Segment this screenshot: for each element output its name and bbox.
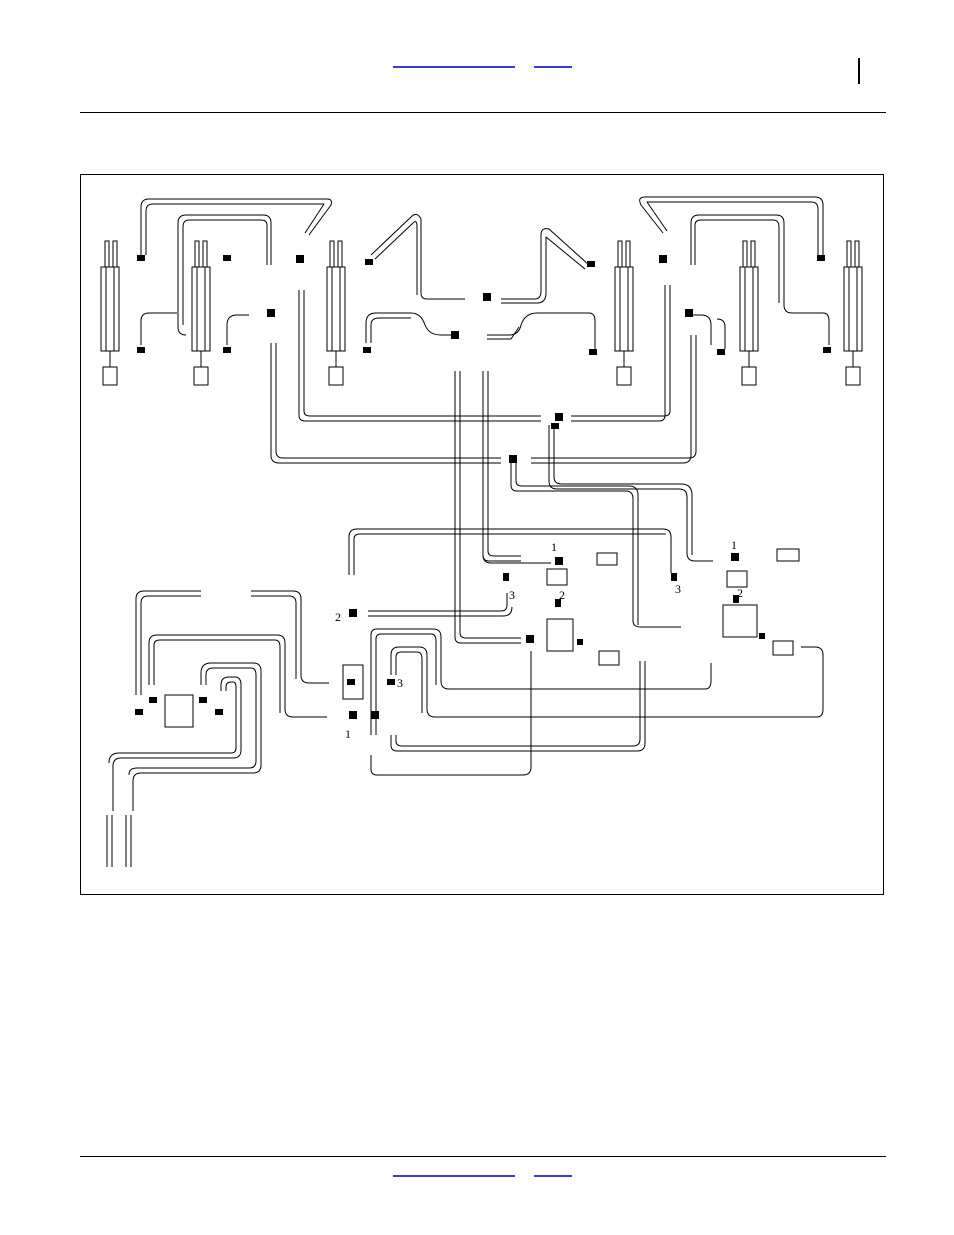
cylinder-4: [615, 241, 633, 385]
cartridge-center: [599, 651, 619, 665]
valve-block-center: [547, 619, 573, 651]
callout-1-center: 1: [551, 540, 557, 554]
header-rule: [80, 112, 886, 113]
footer-link-secondary[interactable]: [534, 1175, 572, 1177]
cartridge-top-right: [777, 549, 799, 561]
cylinder-1: [101, 241, 119, 385]
hose-group-top-right: [531, 197, 829, 463]
footer-link-primary[interactable]: [393, 1175, 515, 1177]
callout-2-left: 2: [335, 610, 341, 624]
valve-block-center-upper: [547, 569, 567, 585]
callout-3-left: 3: [397, 676, 403, 690]
cartridge-top-center: [597, 553, 617, 565]
callout-1-left: 1: [345, 727, 351, 741]
cylinder-3: [327, 241, 345, 385]
cylinder-5: [740, 241, 758, 385]
hydraulic-hose-routing-diagram: 1 2 3 1 2 3 2 3 1: [81, 175, 885, 896]
footer-rule: [80, 1156, 886, 1157]
valve-block-right-upper: [727, 571, 747, 587]
cylinder-6: [844, 241, 862, 385]
valve-block-right: [723, 605, 757, 637]
callout-3-right: 3: [675, 582, 681, 596]
hose-group-center-distribution: [349, 425, 713, 627]
cartridge-right: [773, 641, 793, 655]
callout-2-center: 2: [559, 588, 565, 602]
header-link-secondary[interactable]: [534, 66, 572, 68]
callout-3-center: 3: [509, 588, 515, 602]
header-link-primary[interactable]: [393, 66, 515, 68]
header-page-marker: [858, 58, 860, 84]
cylinder-2: [192, 241, 210, 385]
hydraulic-diagram-frame: 1 2 3 1 2 3 2 3 1: [80, 174, 884, 895]
callout-1-right: 1: [731, 538, 737, 552]
hose-group-lower-left: [107, 591, 329, 867]
valve-block-lower-left: [165, 695, 193, 727]
callout-2-right: 2: [737, 586, 743, 600]
